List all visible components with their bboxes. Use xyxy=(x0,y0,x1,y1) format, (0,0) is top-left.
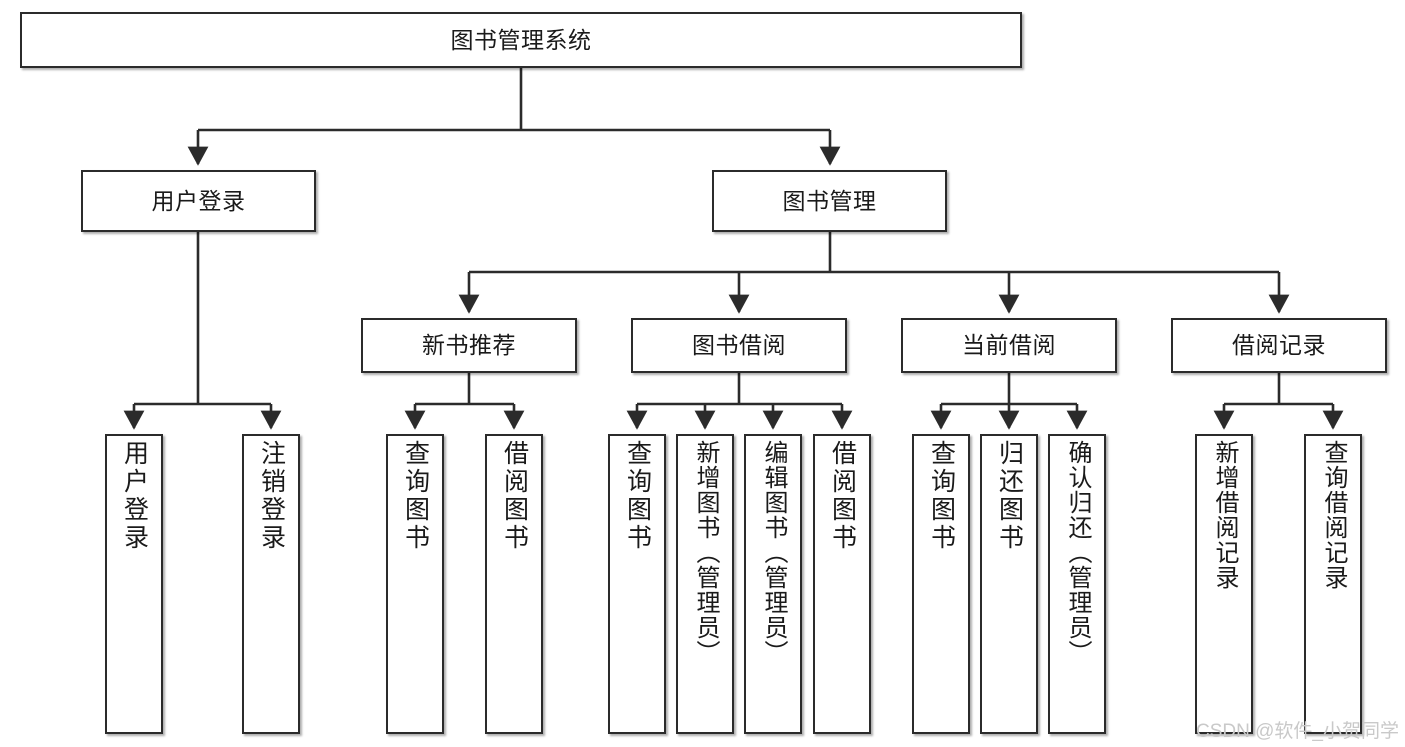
node-borrowing-records[interactable]: 借阅记录 xyxy=(1171,318,1387,373)
node-leaf-query-books-recommend[interactable]: 查询图书 xyxy=(386,434,444,734)
node-leaf-add-borrow-record[interactable]: 新增借阅记录 xyxy=(1195,434,1253,734)
node-new-book-recommendation[interactable]: 新书推荐 xyxy=(361,318,577,373)
node-label: 确认归还（管理员） xyxy=(1064,440,1091,665)
node-label: 借阅记录 xyxy=(1232,332,1326,359)
node-label: 编辑图书（管理员） xyxy=(760,440,787,665)
node-label: 借阅图书 xyxy=(828,440,857,552)
node-label: 图书管理 xyxy=(782,187,877,214)
node-leaf-confirm-return-admin[interactable]: 确认归还（管理员） xyxy=(1048,434,1106,734)
node-leaf-logout[interactable]: 注销登录 xyxy=(242,434,300,734)
node-label: 图书借阅 xyxy=(692,332,786,359)
node-label: 用户登录 xyxy=(120,440,149,552)
node-leaf-edit-book-admin[interactable]: 编辑图书（管理员） xyxy=(744,434,802,734)
node-root-library-management-system[interactable]: 图书管理系统 xyxy=(20,12,1022,68)
node-user-login-module[interactable]: 用户登录 xyxy=(81,170,316,232)
node-current-borrowing[interactable]: 当前借阅 xyxy=(901,318,1117,373)
node-label: 注销登录 xyxy=(257,440,286,552)
node-label: 借阅图书 xyxy=(500,440,529,552)
node-label: 用户登录 xyxy=(151,187,246,214)
node-leaf-query-books-borrow[interactable]: 查询图书 xyxy=(608,434,666,734)
node-label: 新增图书（管理员） xyxy=(692,440,719,665)
node-label: 新增借阅记录 xyxy=(1211,440,1238,590)
node-label: 新书推荐 xyxy=(422,332,516,359)
node-leaf-return-books[interactable]: 归还图书 xyxy=(980,434,1038,734)
node-label: 归还图书 xyxy=(995,440,1024,552)
node-leaf-query-borrow-record[interactable]: 查询借阅记录 xyxy=(1304,434,1362,734)
node-book-management-module[interactable]: 图书管理 xyxy=(712,170,947,232)
node-label: 查询图书 xyxy=(927,440,956,552)
node-label: 查询图书 xyxy=(401,440,430,552)
node-label: 查询借阅记录 xyxy=(1320,440,1347,590)
node-label: 查询图书 xyxy=(623,440,652,552)
node-leaf-user-login[interactable]: 用户登录 xyxy=(105,434,163,734)
node-leaf-borrow-books[interactable]: 借阅图书 xyxy=(813,434,871,734)
node-leaf-add-book-admin[interactable]: 新增图书（管理员） xyxy=(676,434,734,734)
csdn-watermark: CSDN @软件_小贺同学 xyxy=(1196,721,1399,742)
node-book-borrowing[interactable]: 图书借阅 xyxy=(631,318,847,373)
node-leaf-borrow-books-recommend[interactable]: 借阅图书 xyxy=(485,434,543,734)
node-label: 图书管理系统 xyxy=(450,26,592,53)
node-leaf-query-books-current[interactable]: 查询图书 xyxy=(912,434,970,734)
node-label: 当前借阅 xyxy=(962,332,1056,359)
